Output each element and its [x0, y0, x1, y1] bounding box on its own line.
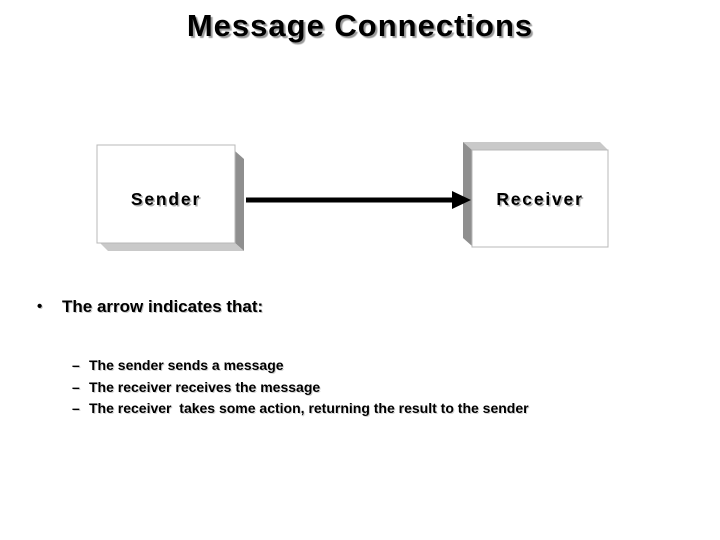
sender-box-side-light — [100, 243, 244, 251]
sender-label-shadow: Sender — [132, 191, 202, 211]
sender-box-face — [96, 144, 236, 244]
dash-marker: – — [72, 378, 80, 395]
sender-box-side-dark — [235, 151, 244, 251]
sender-label: Sender — [131, 189, 201, 209]
receiver-box: Receiver Receiver — [463, 142, 609, 248]
slide-title: Message Connections — [186, 8, 534, 43]
sub-bullet-text: The receiver takes some action, returnin… — [89, 400, 529, 416]
sub-bullet-text: The receiver receives the message — [89, 378, 321, 395]
sub-bullet-item: – The sender sends a message — [72, 355, 529, 377]
sub-bullet-item: – The receiver receives the message — [72, 377, 529, 399]
receiver-label-shadow: Receiver — [498, 191, 585, 211]
receiver-label: Receiver — [496, 189, 583, 209]
sub-bullet-text: The sender sends a message — [89, 357, 284, 373]
bullet-text: The arrow indicates that: — [62, 297, 264, 316]
sub-bullet-item: – The receiver takes some action, return… — [72, 398, 529, 420]
bullet-marker: • — [37, 298, 43, 315]
sub-bullet-list: – The sender sends a message – The recei… — [72, 355, 529, 420]
arrow-head-icon — [452, 191, 471, 209]
main-bullet: • The arrow indicates that: — [37, 297, 263, 317]
sender-box: Sender Sender — [96, 144, 244, 251]
receiver-box-side-dark — [463, 142, 472, 246]
dash-marker: – — [72, 400, 80, 416]
message-arrow — [246, 191, 471, 209]
receiver-box-face — [471, 149, 609, 248]
receiver-box-side-light — [463, 142, 608, 150]
dash-marker: – — [72, 357, 80, 373]
